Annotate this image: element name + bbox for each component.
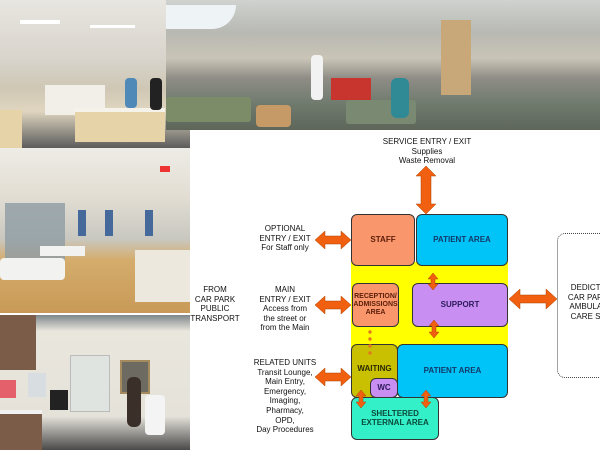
arrow-service bbox=[415, 165, 437, 215]
zone-patient-area-top: PATIENT AREA bbox=[416, 214, 508, 266]
zone-support: SUPPORT bbox=[412, 283, 508, 327]
service-entry-label: SERVICE ENTRY / EXIT Supplies Waste Remo… bbox=[382, 137, 472, 166]
treatment-bay-photo bbox=[0, 148, 190, 313]
zone-reception: RECEPTION/ ADMISSIONS AREA bbox=[352, 283, 399, 327]
arrow-support-patient bbox=[428, 319, 440, 339]
dedicated-label: DEDICTA CAR PARK AMBULAT CARE ST bbox=[567, 283, 600, 321]
main-entry-label: MAIN ENTRY / EXIT Access from the street… bbox=[259, 285, 311, 333]
arrow-dedicated bbox=[508, 288, 558, 310]
arrow-related bbox=[314, 367, 352, 387]
optional-entry-label: OPTIONAL ENTRY / EXIT For Staff only bbox=[259, 224, 311, 253]
arrow-waiting-sheltered bbox=[355, 389, 367, 409]
reception-desk-photo bbox=[0, 0, 190, 148]
waiting-lounge-photo bbox=[166, 0, 600, 130]
arrow-patient-sheltered bbox=[420, 389, 432, 409]
zone-staff: STAFF bbox=[351, 214, 415, 266]
consult-room-photo bbox=[0, 315, 190, 450]
arrow-optional bbox=[314, 230, 352, 250]
dedicated-zone bbox=[557, 233, 600, 378]
zone-patient-area-bottom: PATIENT AREA bbox=[397, 344, 508, 398]
from-car-park-label: FROM CAR PARK PUBLIC TRANSPORT bbox=[190, 285, 240, 323]
related-units-label: RELATED UNITS Transit Lounge, Main Entry… bbox=[253, 358, 317, 435]
arrow-patient-support bbox=[427, 272, 439, 291]
arrow-main bbox=[314, 295, 352, 315]
reception-waiting-link bbox=[368, 330, 372, 355]
